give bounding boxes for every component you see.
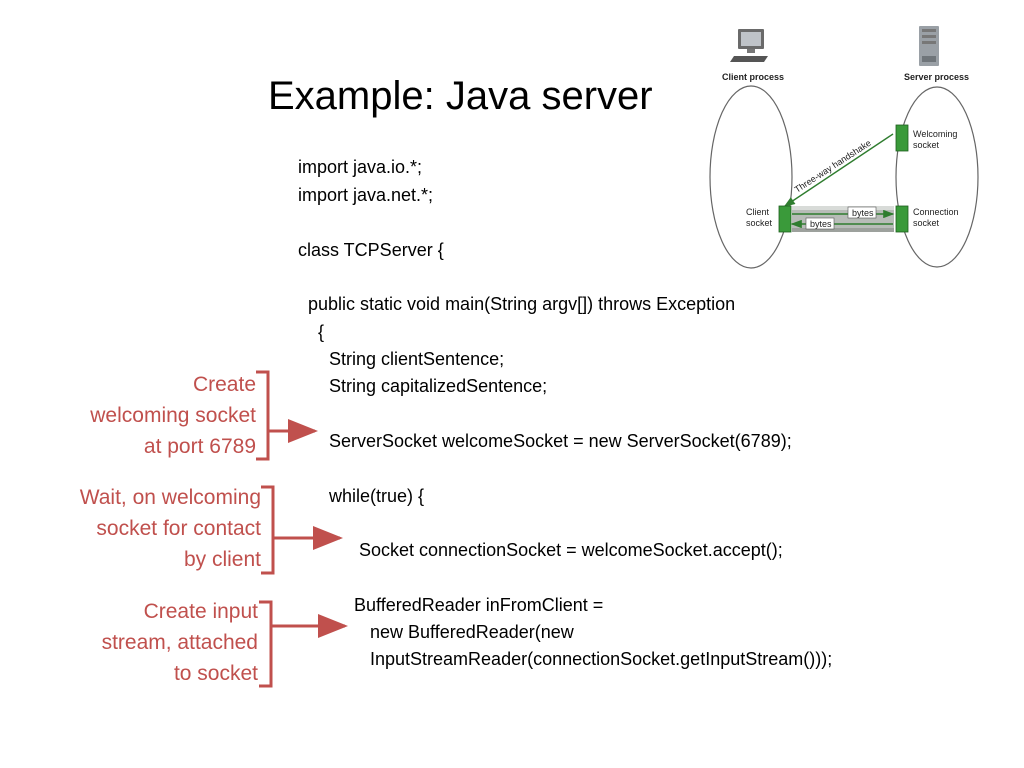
connection-socket-label: socket	[913, 218, 940, 228]
annotation-line: Create input	[143, 600, 258, 623]
annotation-line: stream, attached	[101, 631, 258, 654]
code-line: public static void main(String argv[]) t…	[308, 294, 736, 314]
code-line: String clientSentence;	[329, 349, 505, 369]
handshake-label: Three-way handshake	[793, 138, 873, 195]
client-socket-label: Client	[746, 207, 770, 217]
handshake-arrow	[783, 133, 894, 207]
annotation-welcoming-socket: Create welcoming socket at port 6789	[90, 369, 256, 462]
code-line: ServerSocket welcomeSocket = new ServerS…	[329, 431, 792, 451]
connection-socket-label: Connection	[913, 207, 959, 217]
annotation-wait-contact: Wait, on welcoming socket for contact by…	[80, 482, 261, 575]
annotation-line: by client	[183, 548, 261, 571]
annotation-line: Create	[192, 373, 256, 396]
welcoming-socket-box	[895, 124, 909, 152]
tcp-socket-diagram: Client process Server process bytes byte…	[709, 26, 979, 269]
bytes-label-lower: bytes	[810, 219, 832, 229]
client-socket-label: socket	[746, 218, 773, 228]
welcoming-socket-label: Welcoming	[913, 129, 957, 139]
client-process-ellipse	[709, 85, 793, 269]
annotation-line: to socket	[173, 662, 258, 685]
server-computer-icon	[919, 26, 939, 66]
bytes-label-upper: bytes	[852, 208, 874, 218]
welcoming-socket-label: socket	[913, 140, 940, 150]
client-process-label: Client process	[722, 72, 784, 82]
code-line: Socket connectionSocket = welcomeSocket.…	[359, 540, 783, 560]
server-process-ellipse	[895, 86, 979, 268]
annotation-input-stream: Create input stream, attached to socket	[102, 596, 258, 689]
connection-socket-box	[895, 205, 909, 233]
code-line: import java.io.*;	[298, 157, 423, 177]
server-process-label: Server process	[904, 72, 969, 82]
code-line: {	[318, 322, 325, 342]
bracket-welcoming-socket	[256, 370, 318, 461]
annotation-line: Wait, on welcoming	[79, 486, 261, 509]
annotation-line: socket for contact	[96, 517, 261, 540]
annotation-line: at port 6789	[143, 435, 256, 458]
slide-title: Example: Java server	[268, 74, 653, 118]
annotation-line: welcoming socket	[90, 404, 256, 427]
client-socket-box	[778, 205, 792, 233]
client-computer-icon	[730, 29, 768, 62]
bracket-input-stream	[259, 600, 348, 688]
code-line: new BufferedReader(new	[370, 622, 574, 642]
code-line: class TCPServer {	[298, 240, 444, 260]
connection-pipe: bytes bytes	[790, 206, 895, 232]
code-line: import java.net.*;	[298, 185, 434, 205]
code-line: BufferedReader inFromClient =	[354, 595, 604, 615]
code-line: while(true) {	[329, 486, 425, 506]
code-line: String capitalizedSentence;	[329, 376, 548, 396]
code-line: InputStreamReader(connectionSocket.getIn…	[370, 649, 833, 669]
bracket-wait-contact	[261, 485, 343, 575]
